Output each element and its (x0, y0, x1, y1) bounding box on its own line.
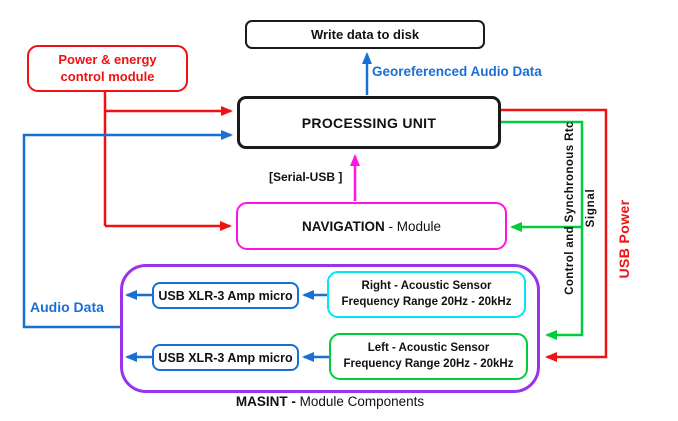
navigation-label-bold: NAVIGATION (301, 218, 385, 234)
processing-unit-label: PROCESSING UNIT (301, 114, 437, 131)
write-data-to-disk-box: Write data to disk (245, 20, 485, 49)
usb-amp-1-label: USB XLR-3 Amp micro (158, 288, 293, 303)
control-synchronous-rtc-label: Control and Synchronous Rtc (564, 121, 576, 295)
serial-usb-label: [Serial-USB ] (269, 170, 343, 184)
left-acoustic-sensor-box: Left - Acoustic Sensor Frequency Range 2… (329, 333, 528, 380)
usb-xlr3-amp-micro-box-1: USB XLR-3 Amp micro (152, 282, 299, 309)
power-module-label-line2: control module (60, 68, 155, 84)
power-module-label-line1: Power & energy (58, 51, 157, 67)
right-sensor-label-line2: Frequency Range 20Hz - 20kHz (341, 295, 512, 308)
georeferenced-audio-data-label: Georeferenced Audio Data (372, 64, 542, 79)
navigation-label-rest: - Module (384, 218, 442, 234)
left-sensor-label-line2: Frequency Range 20Hz - 20kHz (343, 357, 514, 370)
masint-caption-bold: MASINT - (235, 394, 296, 409)
masint-caption: MASINT - Module Components (120, 394, 540, 409)
audio-data-label: Audio Data (30, 299, 104, 315)
left-sensor-label-line1: Left - Acoustic Sensor (367, 341, 490, 354)
usb-power-label: USB Power (616, 199, 632, 279)
right-acoustic-sensor-box: Right - Acoustic Sensor Frequency Range … (327, 271, 526, 318)
processing-unit-box: PROCESSING UNIT (237, 96, 501, 149)
write-data-to-disk-label: Write data to disk (310, 27, 420, 42)
masint-caption-rest: Module Components (295, 394, 425, 409)
usb-xlr3-amp-micro-box-2: USB XLR-3 Amp micro (152, 344, 299, 371)
masint-container (120, 264, 540, 393)
power-energy-control-module-box: Power & energy control module (27, 45, 188, 92)
right-sensor-label-line1: Right - Acoustic Sensor (361, 279, 492, 292)
navigation-module-box: NAVIGATION - Module (236, 202, 507, 250)
usb-amp-2-label: USB XLR-3 Amp micro (158, 350, 293, 365)
signal-label: Signal (585, 188, 597, 228)
